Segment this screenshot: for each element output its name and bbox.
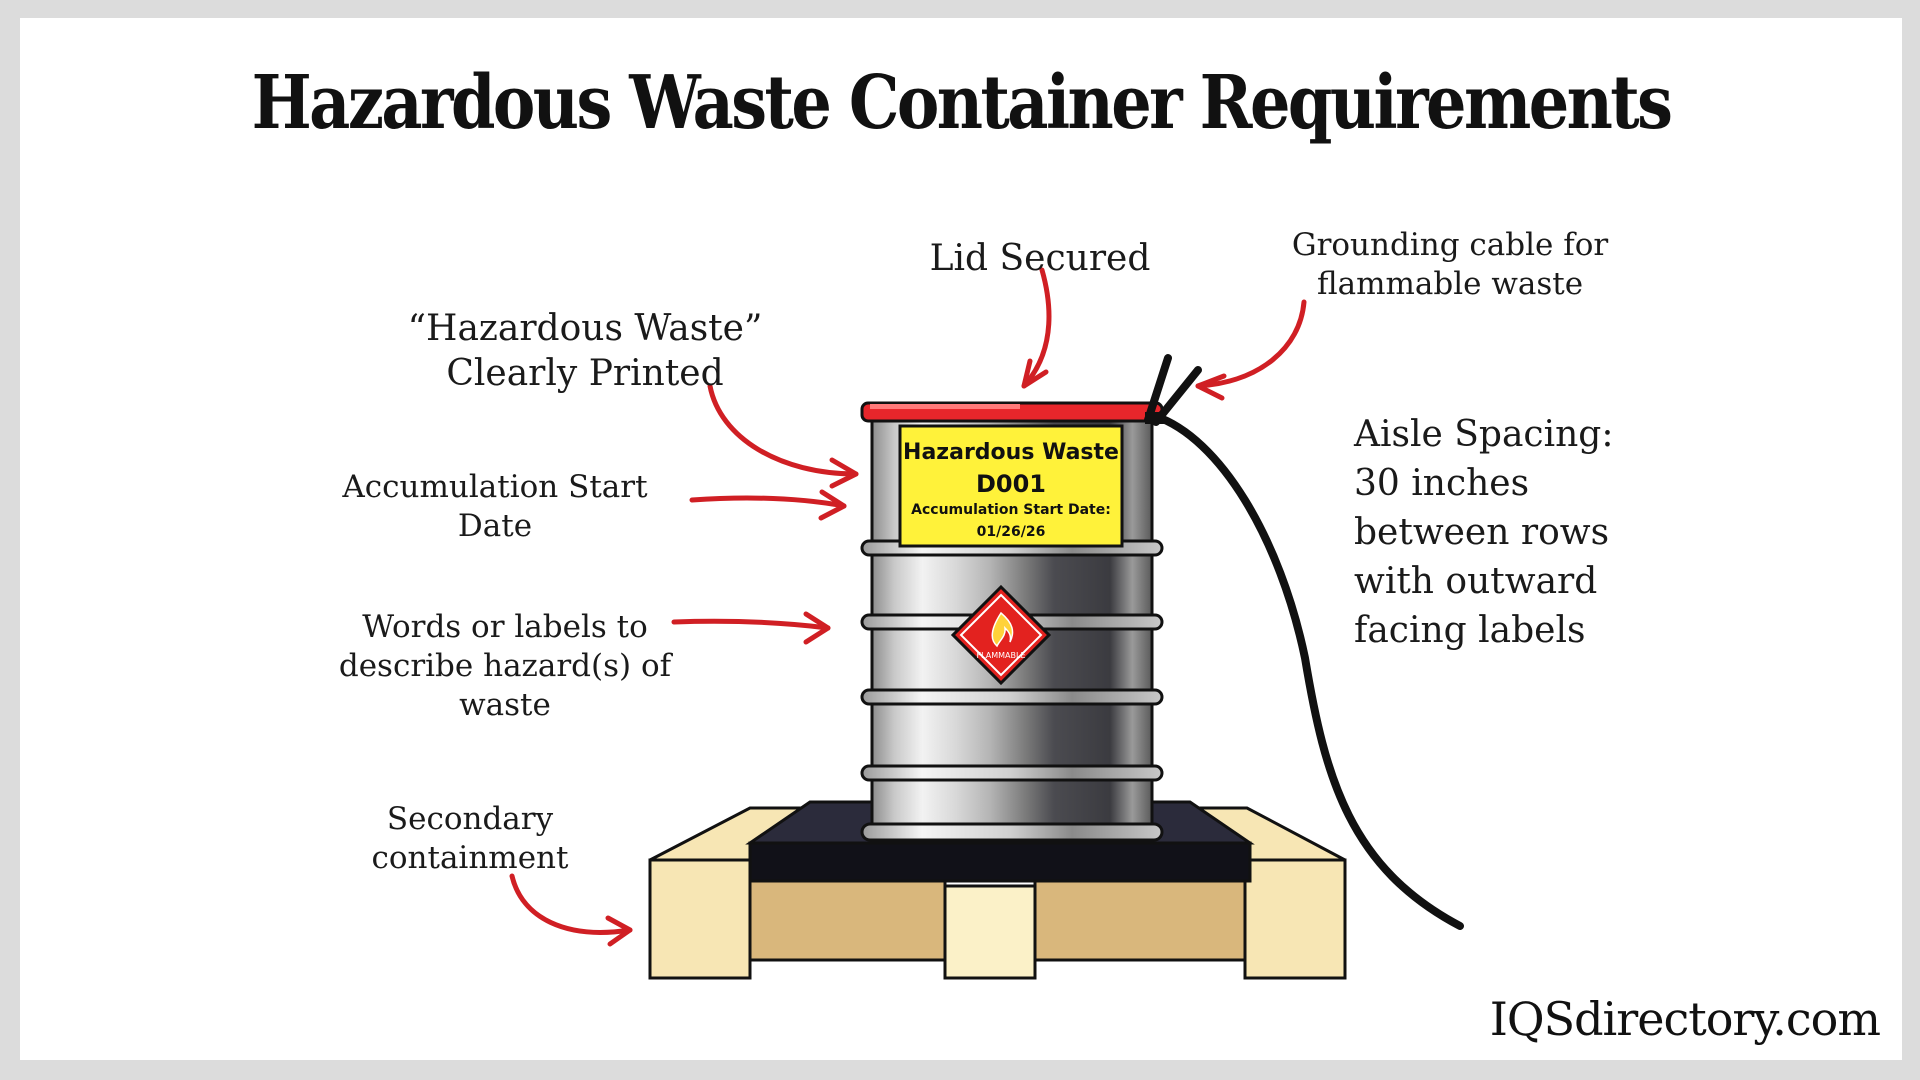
callout-aisle-spacing: Aisle Spacing: 30 inches between rows wi… xyxy=(1354,410,1654,655)
callout-aisle-line5: facing labels xyxy=(1354,610,1586,651)
callout-hazardous-waste-printed: “Hazardous Waste” Clearly Printed xyxy=(390,306,780,396)
callout-grounding-cable: Grounding cable for flammable waste xyxy=(1260,226,1640,304)
callout-aisle-line2: 30 inches xyxy=(1354,463,1530,504)
callout-lid-line1: Lid Secured xyxy=(929,238,1151,279)
diagram-canvas: Hazardous Waste Container Requirements xyxy=(20,18,1902,1060)
flammable-diamond-icon: FLAMMABLE xyxy=(950,584,1052,686)
page-title: Hazardous Waste Container Requirements xyxy=(251,60,1673,146)
callout-lid-secured: Lid Secured xyxy=(900,236,1180,281)
callout-hw-line1: “Hazardous Waste” xyxy=(407,308,763,349)
callout-secondary-containment: Secondary containment xyxy=(340,800,600,878)
arrow-secondary xyxy=(509,873,633,947)
grounding-cable xyxy=(1144,354,1464,930)
callout-grounding-line2: flammable waste xyxy=(1316,265,1584,302)
drum-label-line1: Hazardous Waste xyxy=(903,440,1119,465)
drum-label: Hazardous Waste D001 Accumulation Start … xyxy=(898,424,1124,548)
callout-aisle-line3: between rows xyxy=(1354,512,1610,553)
callout-words-line2: describe hazard(s) of xyxy=(338,647,672,684)
flammable-text: FLAMMABLE xyxy=(977,651,1026,660)
callout-accum-line1: Accumulation Start xyxy=(342,469,648,505)
flame-icon xyxy=(991,611,1014,648)
arrow-hazard-words xyxy=(671,611,831,645)
callout-grounding-line1: Grounding cable for xyxy=(1291,227,1609,263)
lid xyxy=(860,401,1164,423)
arrow-accumulation-date xyxy=(689,489,847,521)
drum-label-line3: Accumulation Start Date: xyxy=(911,502,1111,518)
arrow-hazardous-waste-printed xyxy=(707,383,859,489)
callout-arrows xyxy=(509,267,1307,947)
callout-aisle-line1: Aisle Spacing: xyxy=(1354,414,1614,455)
callout-words-line3: waste xyxy=(459,686,551,723)
callout-secondary-line2: containment xyxy=(371,839,569,876)
callout-hw-line2: Clearly Printed xyxy=(446,353,724,394)
drum-label-line4: 01/26/26 xyxy=(977,524,1046,540)
drum-illustration: Hazardous Waste D001 Accumulation Start … xyxy=(509,267,1464,980)
callout-accum-line2: Date xyxy=(457,507,533,544)
callout-hazard-words: Words or labels to describe hazard(s) of… xyxy=(320,608,690,724)
drum-label-line2: D001 xyxy=(976,470,1046,498)
arrow-grounding xyxy=(1195,299,1307,401)
arrow-lid xyxy=(1021,267,1052,389)
callout-aisle-line4: with outward xyxy=(1354,561,1598,602)
callout-accumulation-start-date: Accumulation Start Date xyxy=(310,468,680,546)
callout-words-line1: Words or labels to xyxy=(362,609,648,645)
watermark: IQSdirectory.com xyxy=(1489,992,1881,1046)
callout-secondary-line1: Secondary xyxy=(386,801,554,837)
